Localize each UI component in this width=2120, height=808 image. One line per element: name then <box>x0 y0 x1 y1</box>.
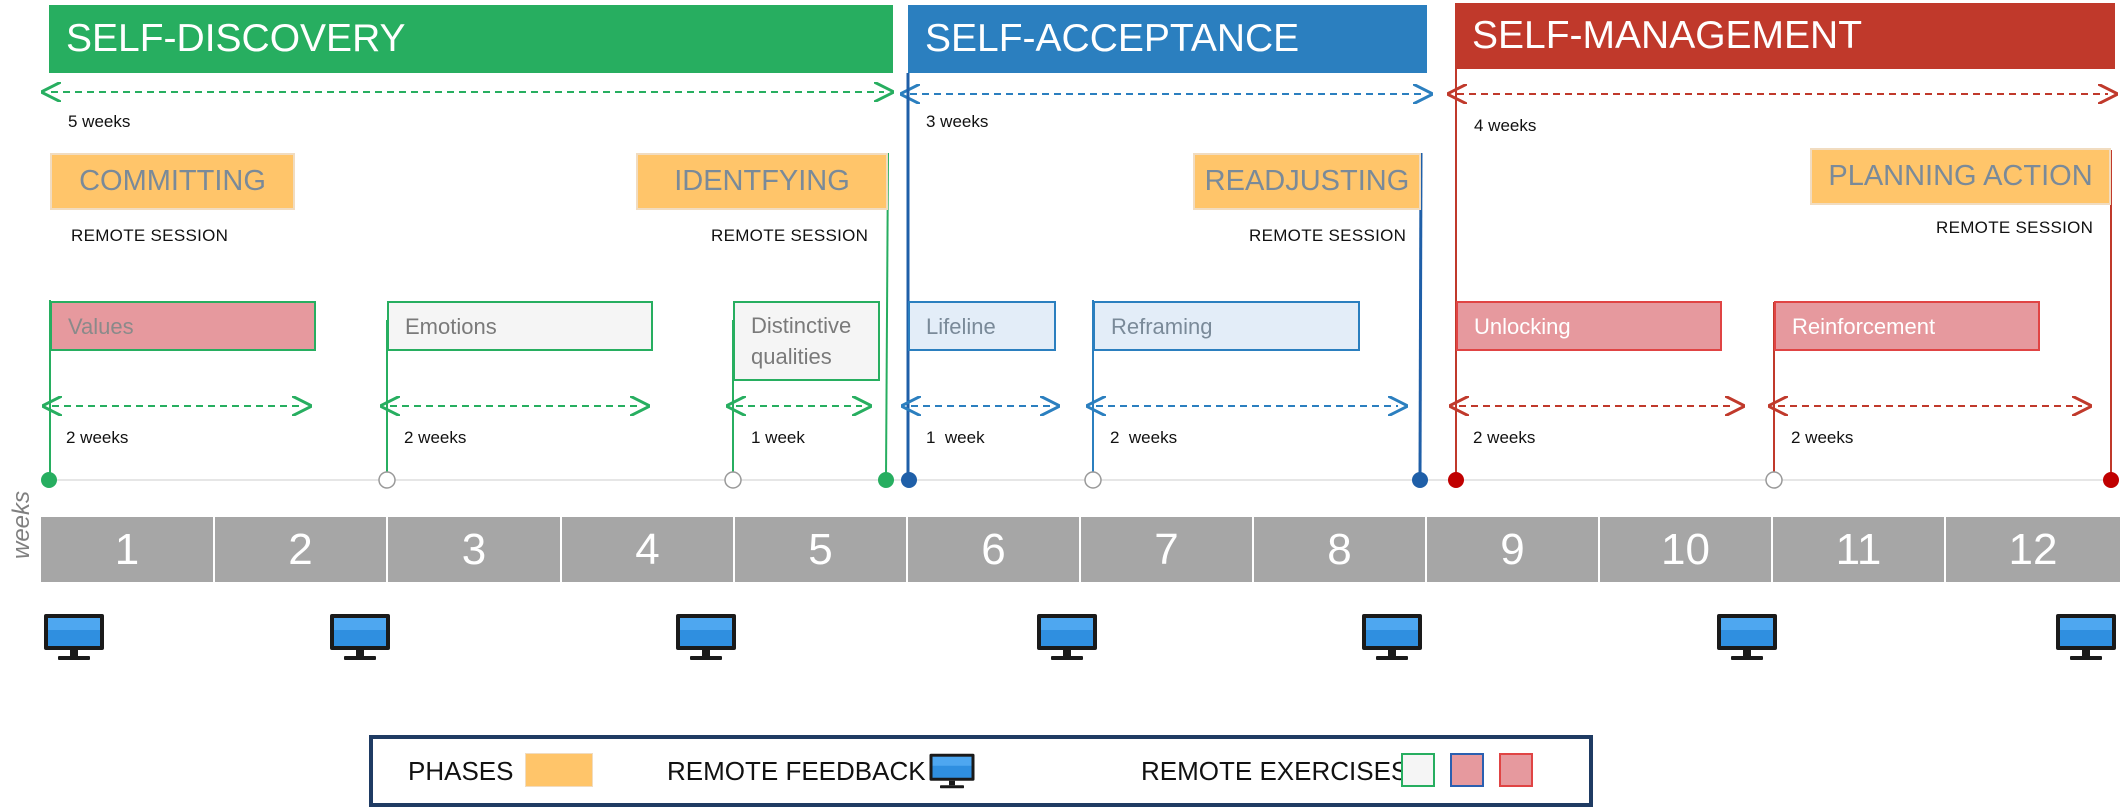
remote-session-label: REMOTE SESSION <box>1249 226 1407 245</box>
exercise-label: Distinctive qualities <box>751 313 852 369</box>
week-cell: 4 <box>562 517 733 582</box>
exercise-duration: 1 week <box>926 428 985 447</box>
week-cell: 10 <box>1600 517 1771 582</box>
exercise-label: Emotions <box>405 313 497 339</box>
milestone-dot <box>1412 472 1428 488</box>
exercise-reframing: Reframing <box>1093 301 1360 351</box>
exercise-label: Reinforcement <box>1792 313 1936 339</box>
monitor-icon <box>1362 614 1422 660</box>
phase-title: SELF-DISCOVERY <box>66 17 406 60</box>
phase-header-self-discovery: SELF-DISCOVERY <box>49 5 893 73</box>
exercise-lifeline: Lifeline <box>908 301 1056 351</box>
legend-phases-label: PHASES <box>408 755 514 786</box>
week-cell: 1 <box>41 517 213 582</box>
phase-duration: 3 weeks <box>926 112 989 131</box>
week-cell: 5 <box>735 517 906 582</box>
legend-exercise-swatch-red <box>1499 753 1533 787</box>
monitor-icon <box>330 614 390 660</box>
milestone-dot <box>1765 471 1783 489</box>
week-cell: 8 <box>1254 517 1425 582</box>
remote-session-label: REMOTE SESSION <box>1936 218 2094 237</box>
phase-duration: 4 weeks <box>1474 116 1537 135</box>
week-cell: 6 <box>908 517 1079 582</box>
milestone-dot <box>378 471 396 489</box>
monitor-icon <box>929 753 975 789</box>
milestone-dot <box>1448 472 1464 488</box>
exercise-emotions: Emotions <box>387 301 653 351</box>
legend: PHASES REMOTE FEEDBACK REMOTE EXERCISES <box>369 735 1593 807</box>
milestone-dot <box>41 472 57 488</box>
exercise-duration: 2 weeks <box>404 428 467 447</box>
phase-title: SELF-ACCEPTANCE <box>925 17 1300 60</box>
exercise-unlocking: Unlocking <box>1456 301 1722 351</box>
legend-exercises-label: REMOTE EXERCISES <box>1141 755 1409 786</box>
exercise-label: Values <box>68 313 134 339</box>
phase-duration: 5 weeks <box>68 112 131 131</box>
week-cell: 12 <box>1946 517 2120 582</box>
milestone-dot <box>724 471 742 489</box>
step-committing: COMMITTING <box>50 153 295 210</box>
step-identifying: IDENTFYING <box>636 153 888 210</box>
exercise-duration: 2 weeks <box>66 428 129 447</box>
week-cell: 7 <box>1081 517 1252 582</box>
step-label: IDENTFYING <box>674 165 850 197</box>
step-readjusting: READJUSTING <box>1193 153 1421 210</box>
phase-header-self-management: SELF-MANAGEMENT <box>1455 3 2115 69</box>
phase-title: SELF-MANAGEMENT <box>1472 14 1863 57</box>
remote-session-label: REMOTE SESSION <box>711 226 869 245</box>
week-cell: 2 <box>215 517 386 582</box>
legend-exercise-swatch-blue <box>1450 753 1484 787</box>
step-planning-action: PLANNING ACTION <box>1810 148 2111 205</box>
milestone-dot <box>1084 471 1102 489</box>
monitor-icon <box>1037 614 1097 660</box>
monitor-icon <box>2056 614 2116 660</box>
phase-header-self-acceptance: SELF-ACCEPTANCE <box>908 5 1427 73</box>
step-label: COMMITTING <box>79 165 266 197</box>
week-cell: 3 <box>388 517 560 582</box>
exercise-label: Unlocking <box>1474 313 1571 339</box>
exercise-label: Reframing <box>1111 313 1213 339</box>
week-cell: 11 <box>1773 517 1944 582</box>
step-label: READJUSTING <box>1204 165 1410 197</box>
exercise-reinforcement: Reinforcement <box>1774 301 2040 351</box>
milestone-dot <box>901 472 917 488</box>
monitor-icon <box>1717 614 1777 660</box>
exercise-duration: 1 week <box>751 428 805 447</box>
legend-phase-swatch <box>525 753 593 787</box>
milestone-dot <box>2103 472 2119 488</box>
exercise-duration: 2 weeks <box>1473 428 1536 447</box>
weeks-axis-label: weeks <box>8 490 35 559</box>
exercise-duration: 2 weeks <box>1110 428 1178 447</box>
exercise-duration: 2 weeks <box>1791 428 1854 447</box>
remote-session-label: REMOTE SESSION <box>71 226 229 245</box>
week-cell: 9 <box>1427 517 1598 582</box>
legend-feedback-label: REMOTE FEEDBACK <box>667 755 926 786</box>
monitor-icon <box>676 614 736 660</box>
step-label: PLANNING ACTION <box>1828 160 2093 192</box>
monitor-icon <box>44 614 104 660</box>
exercise-values: Values <box>50 301 316 351</box>
exercise-distinctive-qualities: Distinctive qualities <box>733 301 880 381</box>
legend-exercise-swatch-green <box>1401 753 1435 787</box>
exercise-label: Lifeline <box>926 313 996 339</box>
milestone-dot <box>878 472 894 488</box>
